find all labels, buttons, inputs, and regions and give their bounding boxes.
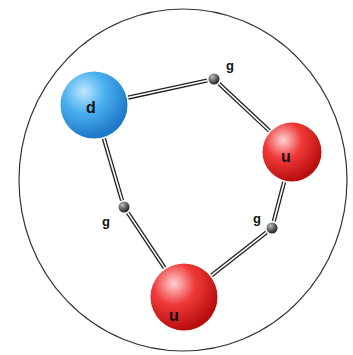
ball-shape bbox=[118, 201, 130, 213]
gluon-ball: g bbox=[208, 73, 220, 85]
ball-shape bbox=[266, 222, 278, 234]
quark-ball: d bbox=[60, 71, 128, 139]
gluon-ball: g bbox=[266, 222, 278, 234]
gluon-ball: g bbox=[118, 201, 130, 213]
gluon-string bbox=[274, 182, 284, 221]
ball-shape bbox=[150, 263, 218, 331]
quark-ball: u bbox=[150, 263, 218, 331]
proton-boundary bbox=[19, 9, 347, 351]
gluon-string bbox=[104, 139, 122, 201]
gluon-string bbox=[212, 232, 267, 275]
ball-shape bbox=[262, 122, 322, 182]
gluon-string bbox=[128, 80, 207, 97]
ball-shape bbox=[208, 73, 220, 85]
gluon-label: g bbox=[102, 215, 110, 228]
gluon-label: g bbox=[253, 212, 261, 225]
gluon-label: g bbox=[226, 59, 234, 72]
quark-label: d bbox=[86, 100, 96, 116]
gluon-string bbox=[219, 84, 269, 131]
quark-label: u bbox=[169, 308, 179, 324]
quark-ball: u bbox=[262, 122, 322, 182]
quark-label: u bbox=[281, 149, 291, 165]
gluon-string bbox=[128, 213, 165, 268]
